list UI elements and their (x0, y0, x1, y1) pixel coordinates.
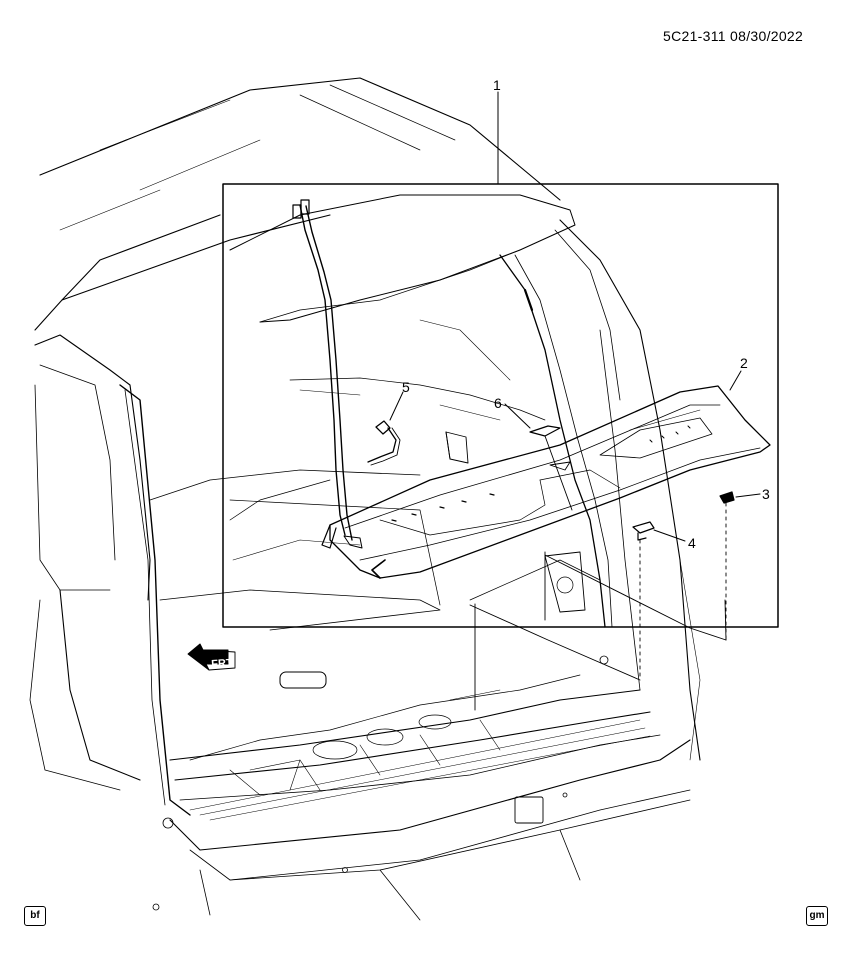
callout-4: 4 (688, 535, 696, 551)
part-5-clip (367, 420, 401, 466)
part-6-clip (529, 425, 573, 511)
wire-harness (292, 199, 363, 549)
part-3-fastener (719, 491, 735, 641)
document-id: 5C21-311 08/30/2022 (663, 28, 804, 44)
gm-logo: gm (806, 906, 828, 926)
callout-5: 5 (402, 379, 410, 395)
callout-1: 1 (493, 77, 501, 93)
frt-label: FRT (211, 657, 233, 670)
part-4-clip (632, 521, 655, 681)
trim-panel (329, 385, 771, 579)
callout-6: 6 (494, 395, 502, 411)
detail-interior (229, 194, 621, 628)
detail-frame (222, 183, 779, 628)
callout-numbers: 1 2 3 4 5 6 (402, 77, 770, 551)
callout-3: 3 (762, 486, 770, 502)
vehicle-body (29, 77, 701, 921)
front-direction-arrow: FRT (187, 643, 236, 671)
exploded-leader-lines (469, 551, 727, 711)
callout-leaders (389, 91, 761, 542)
bf-logo: bf (24, 906, 46, 926)
callout-2: 2 (740, 355, 748, 371)
